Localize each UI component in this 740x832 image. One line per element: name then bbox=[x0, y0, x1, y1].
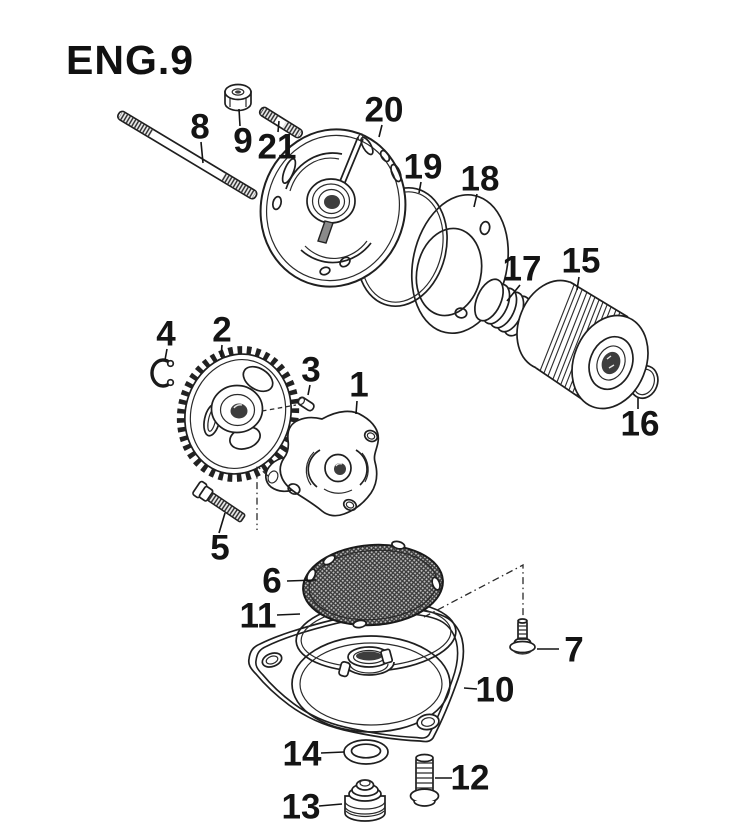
leader-line-19 bbox=[418, 181, 422, 194]
callout-2: 2 bbox=[212, 311, 231, 350]
leader-line-20 bbox=[378, 124, 383, 138]
callout-19: 19 bbox=[404, 148, 443, 187]
bolt-axis-dashline bbox=[256, 464, 269, 530]
callout-6: 6 bbox=[262, 562, 281, 601]
part-8-stud-bolt bbox=[117, 110, 258, 200]
part-10-strainer-cover bbox=[247, 608, 465, 743]
pin-alignment-dashline bbox=[261, 404, 297, 412]
callout-4: 4 bbox=[156, 315, 176, 354]
part-12-flange-bolt bbox=[409, 753, 440, 807]
part-2-driven-sprocket bbox=[176, 346, 300, 482]
leader-line-1 bbox=[355, 400, 358, 415]
cover-center-fitting bbox=[338, 646, 395, 678]
leader-line-14 bbox=[320, 751, 345, 754]
part-15-oil-filter-element bbox=[516, 279, 649, 410]
callout-12: 12 bbox=[451, 759, 490, 798]
part-6-strainer-screen bbox=[302, 540, 444, 629]
callout-8: 8 bbox=[190, 108, 209, 147]
leader-line-21 bbox=[277, 120, 280, 133]
leader-line-4 bbox=[164, 348, 168, 361]
part-21-stud bbox=[258, 106, 304, 139]
part-5-flange-bolt bbox=[192, 480, 246, 523]
leader-line-18 bbox=[473, 193, 478, 208]
leader-line-17 bbox=[506, 284, 521, 302]
callout-11: 11 bbox=[240, 597, 277, 636]
callout-10: 10 bbox=[476, 671, 515, 710]
part-7-screw bbox=[509, 618, 536, 655]
part-3-dowel-pin bbox=[297, 396, 315, 412]
leader-line-3 bbox=[307, 384, 311, 396]
callout-9: 9 bbox=[233, 122, 252, 161]
part-20-pump-cover-plate bbox=[259, 128, 407, 288]
callout-20: 20 bbox=[365, 91, 404, 130]
callout-5: 5 bbox=[210, 529, 229, 568]
leader-line-13 bbox=[318, 803, 343, 807]
leader-line-11 bbox=[276, 613, 301, 616]
leader-line-8 bbox=[200, 141, 204, 164]
callout-14: 14 bbox=[283, 735, 322, 774]
leader-line-15 bbox=[576, 276, 580, 291]
part-4-circlip bbox=[150, 358, 175, 388]
callout-17: 17 bbox=[503, 250, 542, 289]
callout-7: 7 bbox=[564, 631, 583, 670]
part-14-o-ring bbox=[343, 739, 389, 765]
callout-1: 1 bbox=[349, 366, 368, 405]
leader-line-10 bbox=[463, 687, 478, 690]
part-1-oil-pump-body bbox=[265, 410, 380, 517]
callout-15: 15 bbox=[562, 242, 601, 281]
callout-21: 21 bbox=[258, 128, 297, 167]
leader-line-9 bbox=[238, 108, 241, 127]
leader-line-6 bbox=[286, 579, 317, 582]
screw-axis-dashline bbox=[423, 563, 524, 618]
callout-16: 16 bbox=[621, 405, 660, 444]
callout-13: 13 bbox=[282, 788, 321, 827]
callout-18: 18 bbox=[461, 160, 500, 199]
leader-line-5 bbox=[218, 512, 226, 534]
callout-3: 3 bbox=[301, 351, 320, 390]
part-9-nut bbox=[224, 83, 252, 112]
diagram-title: ENG.9 bbox=[66, 37, 194, 83]
part-13-drain-plug bbox=[344, 779, 386, 822]
leader-line-2 bbox=[220, 344, 223, 358]
